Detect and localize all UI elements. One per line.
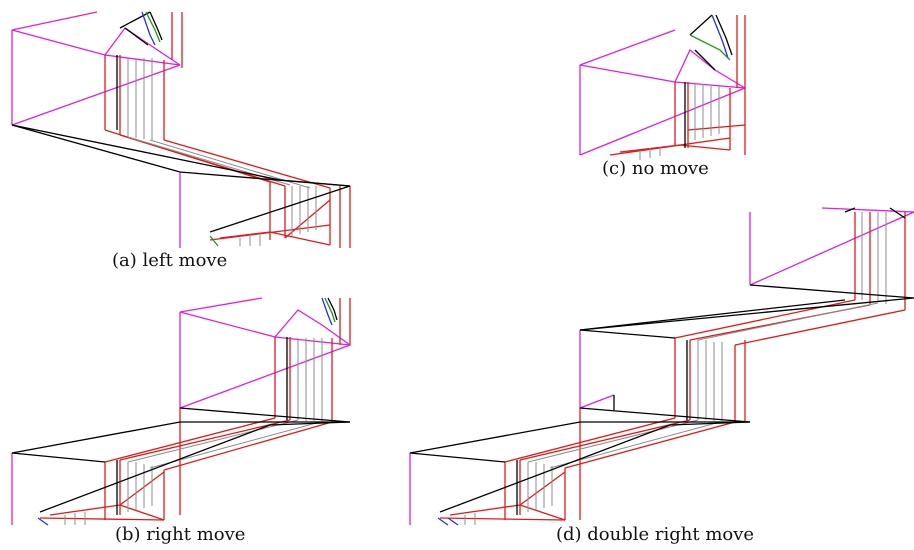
panel-d-accent-lines xyxy=(437,517,459,526)
panel-a-accent-lines xyxy=(141,11,219,247)
panel-a-gray-lines xyxy=(127,58,317,246)
panel-a-caption: (a) left move xyxy=(112,250,228,271)
panel-d-black-lines xyxy=(409,207,914,515)
panel-c-accent-lines xyxy=(689,14,733,61)
panel-c-caption: (c) no move xyxy=(602,158,709,179)
panel-c-diagram xyxy=(579,14,746,160)
panel-a-black-lines xyxy=(11,11,351,233)
panel-b-red-lines xyxy=(39,298,351,521)
panel-d-magenta-lines xyxy=(409,207,914,525)
panel-a-diagram xyxy=(11,11,351,248)
panel-d-diagram xyxy=(409,207,914,526)
panel-b-diagram xyxy=(11,297,351,526)
panel-c-magenta-lines xyxy=(579,29,746,156)
panel-d-red-lines xyxy=(439,212,906,521)
panel-c-gray-lines xyxy=(639,84,720,160)
panel-b-accent-lines xyxy=(37,297,338,526)
panel-b-black-lines xyxy=(11,337,351,515)
panel-b-magenta-lines xyxy=(11,297,351,525)
panel-c-red-lines xyxy=(609,15,746,156)
panel-b-caption: (b) right move xyxy=(115,524,246,545)
panel-c-black-lines xyxy=(684,14,716,148)
panel-b-gray-lines xyxy=(64,338,323,525)
panel-a-red-lines xyxy=(104,12,351,248)
panel-d-caption: (d) double right move xyxy=(556,524,755,545)
